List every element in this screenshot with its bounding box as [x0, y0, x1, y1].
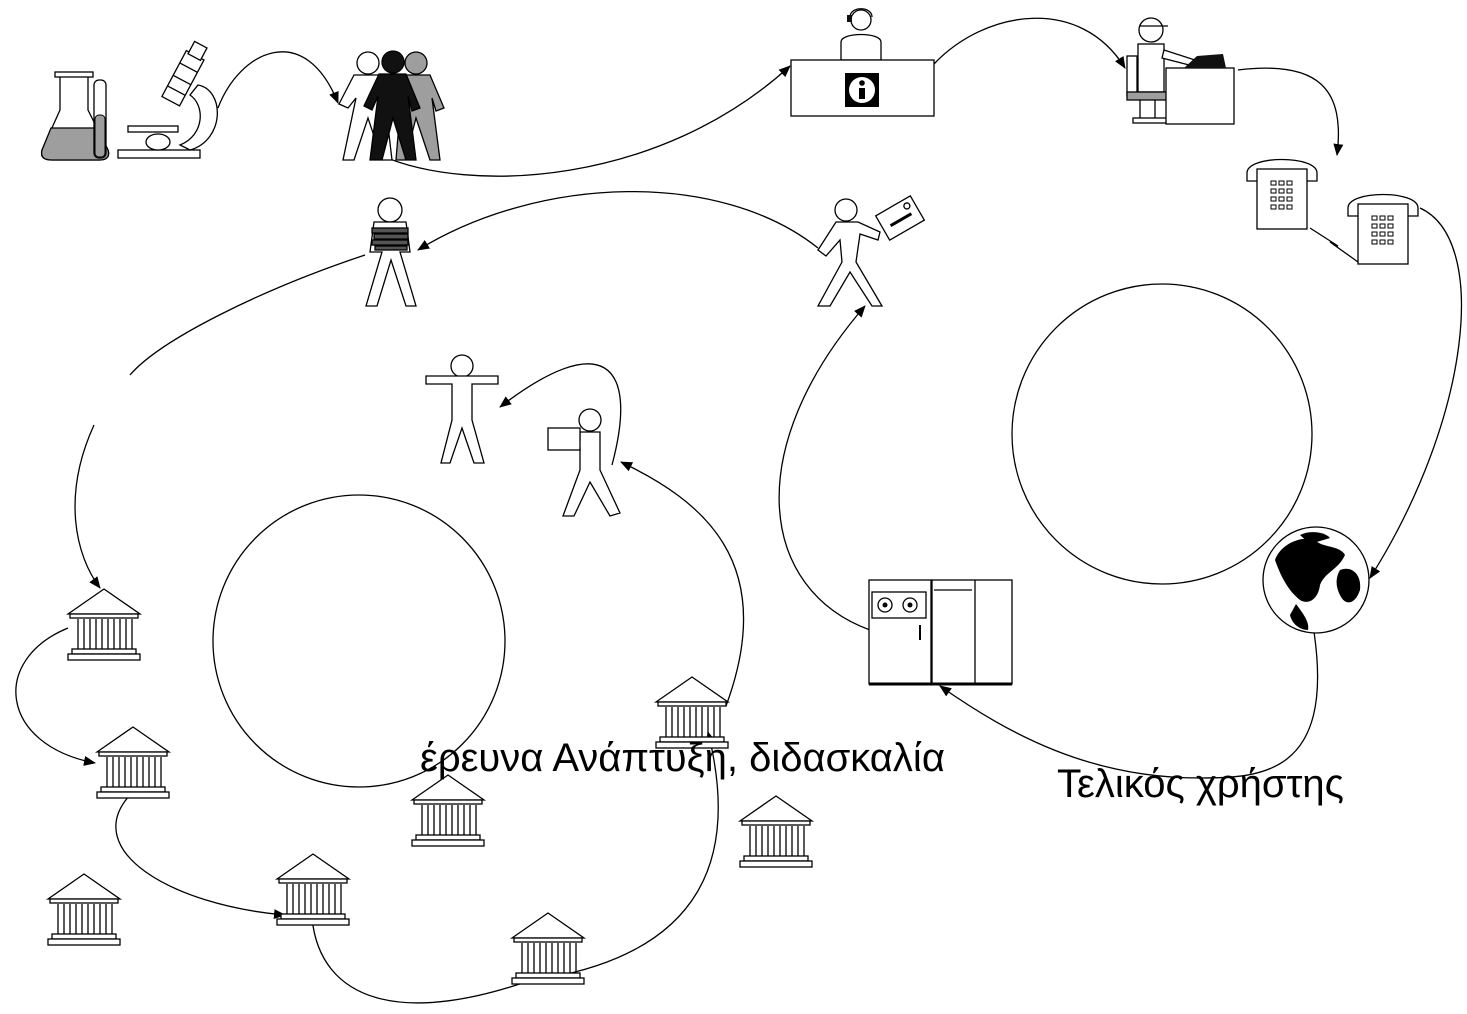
- research-cycle-circle: [212, 494, 506, 788]
- globe-icon: [1262, 526, 1370, 634]
- flow-arrow: [620, 461, 745, 707]
- flow-arrow: [217, 51, 339, 109]
- flow-arrow: [417, 190, 819, 251]
- institution-building-icon: [739, 795, 813, 868]
- institution-building-icon: [511, 912, 585, 985]
- mainframe-computer-icon: [868, 579, 1013, 686]
- end-user-label: Τελικός χρήστης: [1057, 762, 1344, 806]
- institution-buildings: [47, 588, 813, 985]
- institution-building-icon: [411, 774, 485, 847]
- reader-with-books-icon: [365, 197, 417, 307]
- phone-signal-icon: [1309, 227, 1359, 263]
- flow-arrow: [311, 917, 546, 1004]
- flow-arrows: [15, 17, 1463, 1004]
- institution-building-icon: [67, 588, 141, 661]
- standing-person-icon: [425, 354, 499, 464]
- microscope-icon: [117, 40, 218, 159]
- institution-building-icon: [96, 726, 170, 799]
- walker-with-document-icon: [816, 194, 926, 307]
- people-group-icon: [338, 50, 445, 161]
- institution-building-icon: [276, 853, 350, 926]
- flow-arrow: [74, 424, 101, 589]
- flow-arrow: [15, 627, 96, 766]
- flow-arrow: [547, 731, 719, 979]
- flow-arrow: [933, 17, 1126, 69]
- flow-arrow: [1237, 67, 1344, 156]
- office-worker-icon: [1126, 17, 1235, 125]
- flow-arrow: [499, 363, 622, 466]
- info-desk-icon: [790, 8, 935, 117]
- research-development-teaching-label: έρευνα Ανάπτυξη, διδασκαλία: [420, 736, 945, 780]
- carrier-person-icon: [547, 408, 621, 517]
- institution-building-icon: [47, 873, 121, 946]
- flow-arrow: [1369, 207, 1463, 579]
- flow-arrow: [778, 305, 871, 631]
- lab-flasks-icon: [40, 71, 110, 161]
- flow-arrow: [115, 794, 286, 920]
- telephone-icon: [1246, 158, 1318, 230]
- flow-arrow: [129, 254, 366, 376]
- flow-arrow: [379, 65, 791, 177]
- telephone-icon: [1347, 193, 1419, 265]
- flow-arrow: [939, 631, 1319, 779]
- end-user-cycle-circle: [1011, 283, 1313, 585]
